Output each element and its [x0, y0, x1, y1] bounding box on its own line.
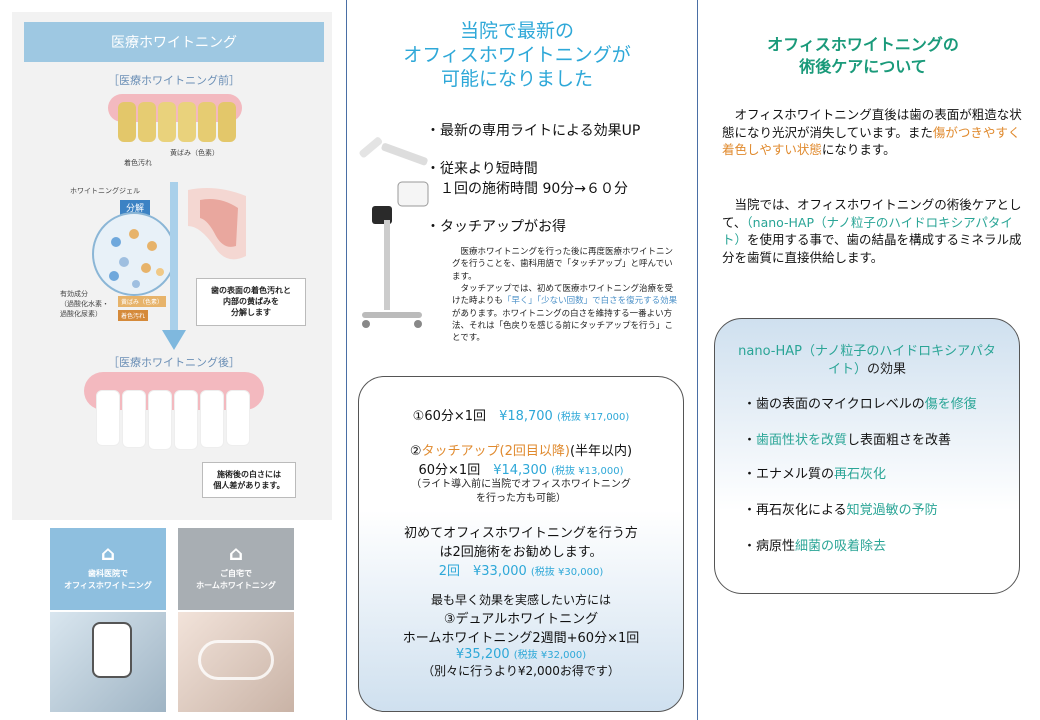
aftercare-para2: 当院では、オフィスホワイトニングの術後ケアとして、（nano-HAP（ナノ粒子の…	[722, 197, 1022, 265]
bullet-light: ・最新の専用ライトによる効果UP	[426, 123, 641, 139]
dual-c: ホームホワイトニング2週間+60分×1回	[402, 631, 640, 646]
dual-note: （別々に行うより¥2,000お得です）	[422, 664, 620, 678]
ingredients-label: 有効成分 （過酸化水素・ 過酸化尿素）	[60, 290, 109, 318]
molecule-circle	[92, 212, 176, 296]
touchup-para1: 医療ホワイトニングを行った後に再度医療ホワイトニングを行うことを、歯科用語で「タ…	[452, 247, 674, 282]
tile-home[interactable]: ⌂ ご自宅で ホームホワイトニング	[178, 528, 294, 610]
tile-clinic-label: 歯科医院で オフィスホワイトニング	[64, 569, 152, 590]
hap-item-2: ・歯面性状を改質し表面粗さを改善	[743, 433, 952, 448]
before-label: ［医療ホワイトニング前］	[108, 74, 240, 87]
dual-price: ¥35,200 (税抜 ¥32,000)	[455, 647, 587, 662]
tile-home-label: ご自宅で ホームホワイトニング	[196, 569, 276, 590]
yellow-tag: 黄ばみ（色素）	[118, 296, 167, 307]
gel-label: ホワイトニングジェル	[70, 187, 140, 195]
divider-left	[346, 0, 347, 720]
aftercare-para1: オフィスホワイトニング直後は歯の表面が粗造な状態になり光沢が消失しています。また…	[722, 107, 1022, 157]
dual-b: ③デュアルホワイトニング	[443, 612, 599, 627]
aftercare-title: オフィスホワイトニングの 術後ケアについて	[767, 35, 959, 76]
whitening-light-device	[359, 137, 429, 328]
home-icon: ⌂	[228, 541, 244, 565]
bullet-time-b: １回の施術時間 90分→６０分	[440, 181, 628, 197]
decompose-callout: 歯の表面の着色汚れと 内部の黄ばみを 分解します	[196, 278, 306, 326]
tooth-cross-section	[188, 188, 246, 260]
middle-title: 当院で最新の オフィスホワイトニングが 可能になりました	[403, 20, 631, 90]
nano-hap-box-title: nano-HAP（ナノ粒子のハイドロキシアパタイト）の効果	[738, 344, 996, 378]
before-teeth-illustration	[108, 94, 242, 144]
bullet-time-a: ・従来より短時間	[426, 161, 538, 177]
individual-difference-callout: 施術後の白さには 個人差があります。	[202, 462, 296, 499]
dual-a: 最も早く効果を実感したい方には	[430, 593, 611, 607]
stain-tag: 着色汚れ	[118, 310, 149, 321]
clinic-icon: ⌂	[100, 541, 116, 565]
stain-caption: 着色汚れ	[124, 159, 152, 167]
hap-item-3: ・エナメル質の再石灰化	[743, 467, 887, 482]
hap-item-4: ・再石灰化による知覚過敏の予防	[743, 503, 938, 518]
price-item-2-note: （ライト導入前に当院でオフィスホワイトニング を行った方も可能）	[411, 479, 631, 504]
hap-item-1: ・歯の表面のマイクロレベルの傷を修復	[743, 397, 977, 412]
nano-hap-box: nano-HAP（ナノ粒子のハイドロキシアパタイト）の効果 ・歯の表面のマイクロ…	[714, 318, 1020, 594]
hap-item-5: ・病原性細菌の吸着除去	[743, 539, 887, 554]
first-time-price: 2回 ¥33,000 (税抜 ¥30,000)	[438, 564, 604, 579]
clinic-light-photo	[50, 612, 166, 712]
divider-right	[697, 0, 698, 720]
after-teeth-illustration	[84, 372, 264, 450]
yellowing-caption: 黄ばみ（色素）	[170, 149, 219, 157]
down-arrow-icon	[162, 182, 186, 350]
home-tray-photo	[178, 612, 294, 712]
price-item-2-line: 60分×1回 ¥14,300 (税抜 ¥13,000)	[418, 463, 624, 478]
price-item-2: ②タッチアップ(2回目以降)(半年以内)	[409, 444, 633, 459]
touchup-para2: タッチアップでは、初めて医療ホワイトニング治療を受けた時よりも「早く」「少ない回…	[452, 283, 678, 344]
bullet-touchup: ・タッチアップがお得	[426, 219, 566, 235]
medical-whitening-header: 医療ホワイトニング	[24, 22, 324, 62]
first-time-a: 初めてオフィスホワイトニングを行う方	[404, 526, 638, 541]
first-time-b: は2回施術をお勧めします。	[439, 545, 603, 560]
after-label: ［医療ホワイトニング後］	[108, 356, 240, 369]
decompose-tag: 分解	[120, 200, 151, 215]
molecule-dots	[109, 229, 164, 288]
price-item-1: ①60分×1回 ¥18,700 (税抜 ¥17,000)	[412, 409, 630, 424]
price-box: ①60分×1回 ¥18,700 (税抜 ¥17,000) ②タッチアップ(2回目…	[358, 376, 684, 712]
touchup-explanation: 医療ホワイトニングを行った後に再度医療ホワイトニングを行うことを、歯科用語で「タ…	[452, 246, 678, 345]
tile-clinic[interactable]: ⌂ 歯科医院で オフィスホワイトニング	[50, 528, 166, 610]
